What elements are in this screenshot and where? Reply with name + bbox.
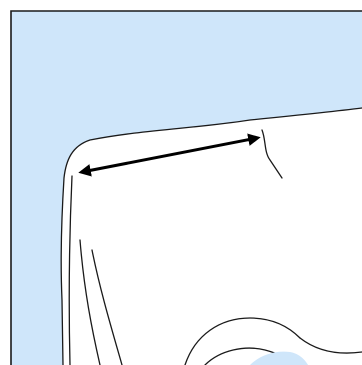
diagram-stage [0, 0, 362, 365]
horse-withers-diagram [0, 0, 362, 365]
